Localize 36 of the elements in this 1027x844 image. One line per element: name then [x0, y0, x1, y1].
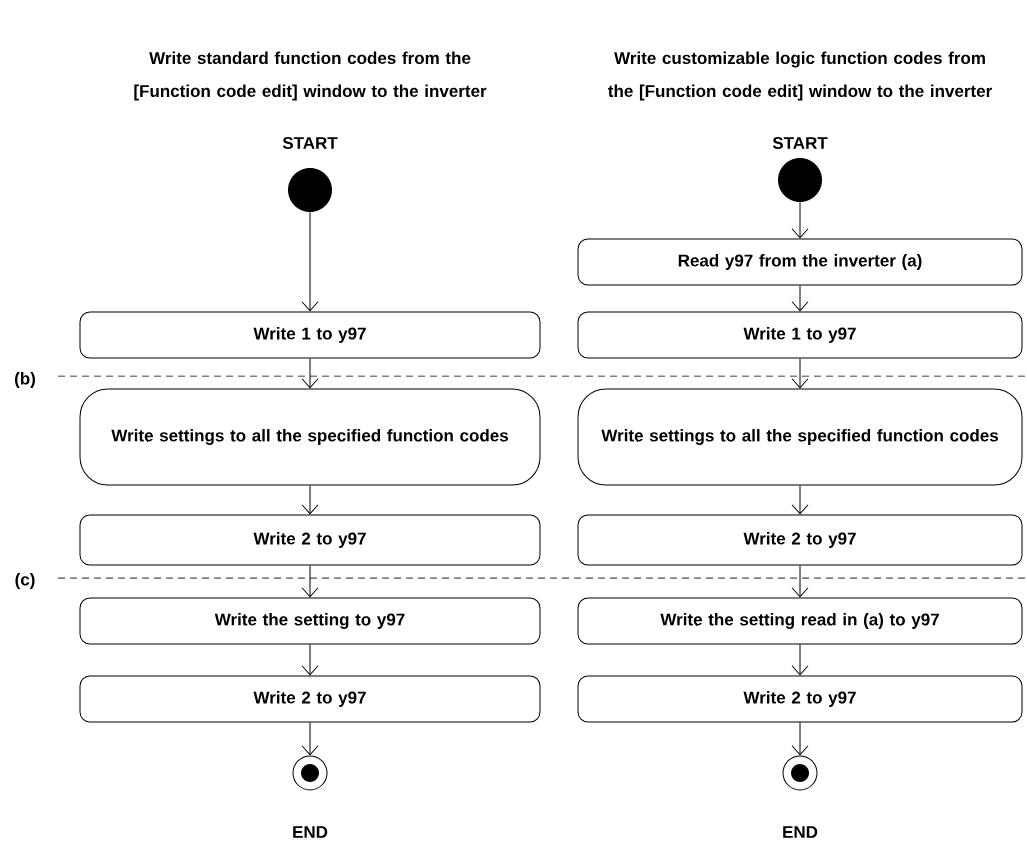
arrow: [791, 285, 809, 312]
end-node: [782, 755, 818, 791]
arrow: [791, 644, 809, 676]
arrow: [301, 358, 319, 389]
arrow: [791, 201, 809, 239]
arrow: [301, 644, 319, 676]
end-label: END: [293, 826, 328, 838]
action-box: Write 2 to y97: [577, 514, 1023, 566]
arrow: [301, 211, 319, 312]
section-marker: (b): [12, 370, 38, 390]
action-box: Read y97 from the inverter (a): [577, 238, 1023, 286]
action-box: Write 2 to y97: [79, 514, 541, 566]
start-label: START: [282, 136, 338, 149]
title-text: Write customizable logic function codes from the [Function code edit] window to the inverter: [608, 51, 992, 101]
arrow: [791, 565, 809, 598]
start-label: START: [772, 136, 828, 149]
action-box: Write 2 to y97: [577, 675, 1023, 723]
arrow: [791, 722, 809, 756]
arrow: [791, 485, 809, 515]
start-node: [778, 158, 822, 202]
end-node: [292, 755, 328, 791]
action-box: Write the setting to y97: [79, 597, 541, 645]
arrow: [301, 722, 319, 756]
action-box: Write 1 to y97: [577, 311, 1023, 359]
action-box: Write settings to all the specified function codes: [577, 388, 1023, 486]
arrow: [301, 565, 319, 598]
title-text: Write standard function codes from the [Function code edit] window to the inverter: [134, 51, 487, 101]
action-box: Write the setting read in (a) to y97: [577, 597, 1023, 645]
action-box: Write settings to all the specified function codes: [79, 388, 541, 486]
action-box: Write 1 to y97: [79, 311, 541, 359]
arrow: [791, 358, 809, 389]
action-box: Write 2 to y97: [79, 675, 541, 723]
end-label: END: [783, 826, 818, 838]
start-node: [288, 168, 332, 212]
arrow: [301, 485, 319, 515]
section-marker: (c): [12, 571, 38, 591]
